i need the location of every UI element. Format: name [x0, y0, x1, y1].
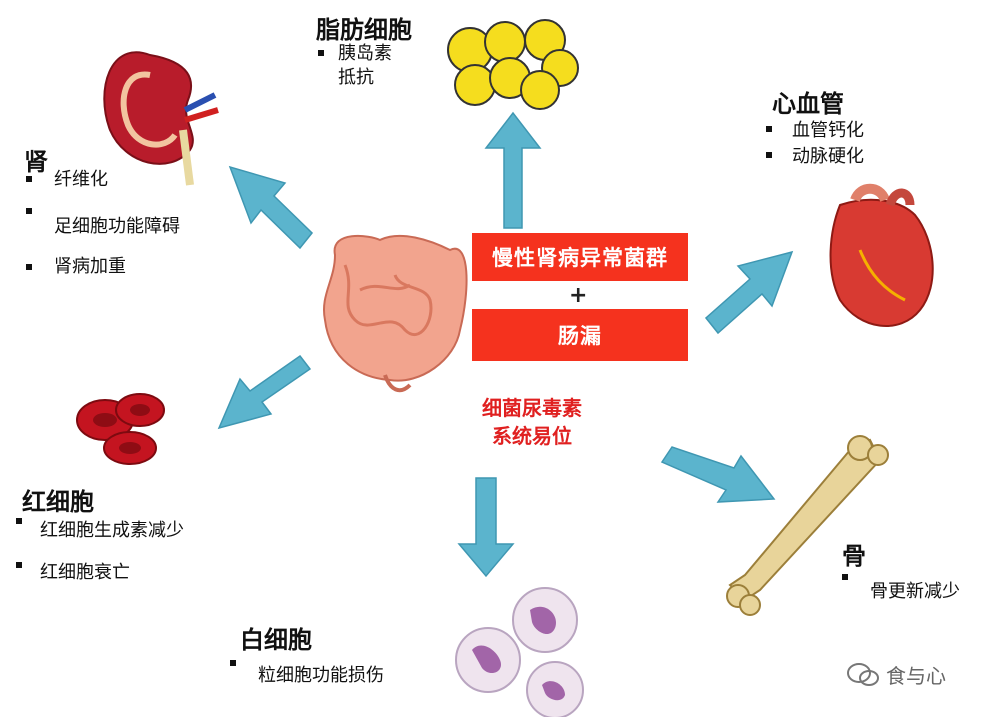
kidney-list: 纤维化 足细胞功能障碍 肾病加重 — [24, 168, 180, 277]
list-item: 动脉硬化 — [764, 144, 864, 170]
arrow-to-rbc — [217, 354, 312, 430]
gut-dysbiosis-box: 慢性肾病异常菌群 — [472, 233, 688, 281]
leaky-gut-label: 肠漏 — [558, 324, 602, 348]
fat-title: 脂肪细胞 — [316, 16, 412, 44]
plus-sign: + — [569, 283, 588, 308]
kidney-illustration — [103, 51, 219, 186]
leaky-gut-box: 肠漏 — [472, 309, 688, 361]
fat-list: 胰岛素 抵抗 — [316, 42, 392, 90]
wechat-icon — [847, 662, 879, 686]
arrow-up-to-fat — [484, 111, 542, 229]
arrow-down-to-wbc — [457, 477, 515, 578]
heart-list: 血管钙化 动脉硬化 — [764, 118, 864, 170]
bone-title: 骨 — [842, 542, 866, 570]
gut-dysbiosis-label: 慢性肾病异常菌群 — [492, 246, 668, 270]
arrow-to-bone — [660, 446, 776, 503]
toxin-line-1: 细菌尿毒素 — [482, 396, 582, 420]
rbc-illustration — [76, 393, 165, 465]
watermark: 食与心 — [846, 660, 946, 689]
rbc-title: 红细胞 — [22, 488, 94, 516]
list-item: 肾病加重 — [24, 240, 180, 277]
list-item: 红细胞生成素减少 — [16, 516, 184, 560]
list-item: 足细胞功能障碍 — [24, 202, 180, 240]
list-item: 红细胞衰亡 — [16, 560, 184, 586]
list-item: 胰岛素 — [338, 43, 392, 64]
list-item: 骨更新减少 — [842, 572, 960, 612]
list-item: 纤维化 — [24, 168, 180, 202]
arrow-to-kidney — [228, 165, 314, 250]
list-item: 粒细胞功能损伤 — [230, 656, 384, 696]
bone-illustration — [726, 435, 889, 616]
toxin-line-2: 系统易位 — [492, 424, 572, 448]
wbc-title: 白细胞 — [240, 626, 312, 654]
list-item: 血管钙化 — [764, 118, 864, 144]
wbc-list: 粒细胞功能损伤 — [230, 656, 384, 696]
kidney-title: 肾 — [24, 148, 48, 176]
rbc-list: 红细胞生成素减少 红细胞衰亡 — [16, 516, 184, 586]
heart-illustration — [829, 183, 934, 327]
bone-list: 骨更新减少 — [842, 572, 960, 612]
arrow-to-heart — [704, 250, 794, 335]
list-item: 抵抗 — [338, 67, 374, 88]
toxin-translocation-text: 细菌尿毒素 系统易位 — [462, 394, 602, 450]
intestine-illustration — [323, 234, 468, 393]
heart-title: 心血管 — [772, 90, 844, 118]
fat-cells-illustration — [447, 19, 579, 110]
watermark-text: 食与心 — [886, 664, 946, 688]
